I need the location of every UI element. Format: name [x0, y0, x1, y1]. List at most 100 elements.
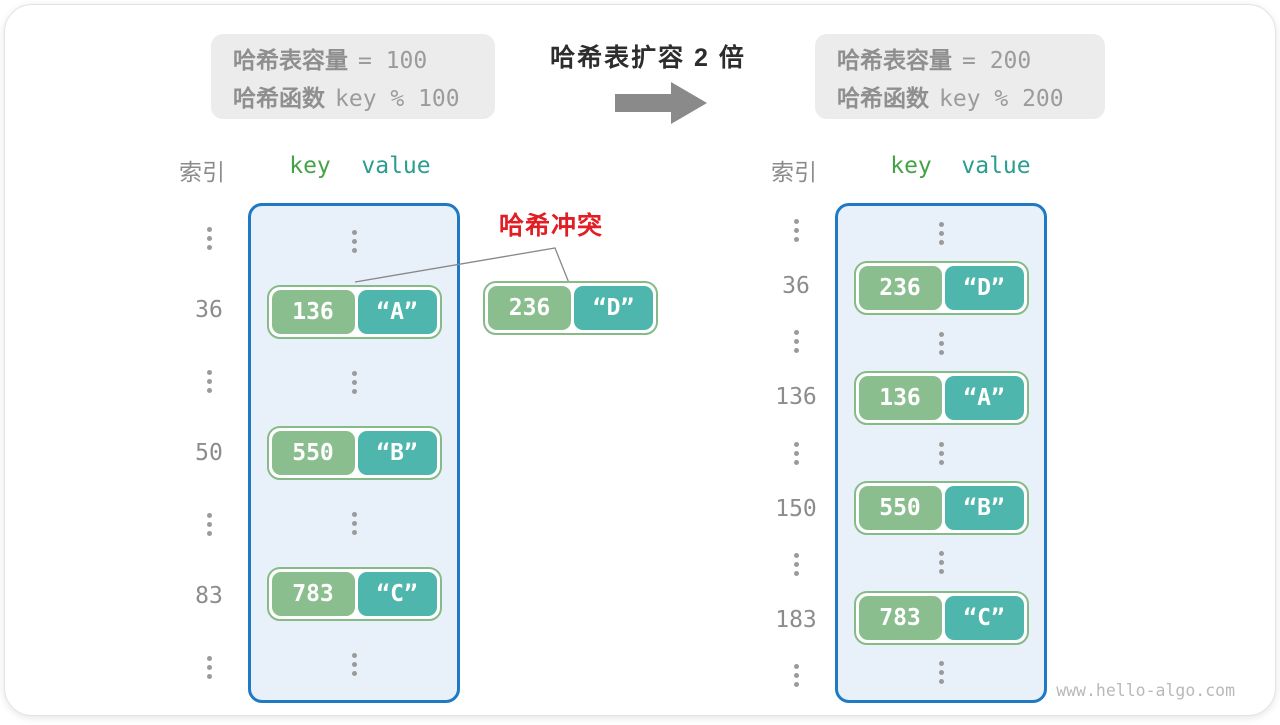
pair-value-cell: “B” — [357, 431, 437, 476]
right-index-header: 索引 — [771, 159, 817, 185]
index-row: 36 — [757, 259, 835, 315]
bucket-gap-row — [838, 426, 1044, 481]
bucket-gap-row — [251, 488, 457, 559]
pair-value-cell: “D” — [574, 286, 653, 330]
index-row: 183 — [757, 592, 835, 648]
pair-key-cell: 136 — [271, 289, 355, 334]
index-gap-row — [170, 632, 248, 703]
hash-function-line: 哈希函数 key % 200 — [837, 79, 1105, 113]
hash-table-before: 36 50 83 136“A” 550“B” 783“C” — [170, 203, 460, 703]
index-column: 36 50 83 — [170, 203, 248, 703]
bucket-gap-row — [838, 535, 1044, 590]
bucket-gap-row — [251, 629, 457, 700]
index-row: 36 — [170, 274, 248, 345]
hash-function-line: 哈希函数 key % 100 — [233, 79, 495, 113]
vertical-ellipsis-icon — [938, 441, 944, 465]
hash-collision-label: 哈希冲突 — [499, 212, 604, 240]
diagram-card: 哈希表容量 = 100 哈希函数 key % 100 哈希表扩容 2 倍 哈希表… — [4, 4, 1276, 716]
pair-value-cell: “D” — [944, 266, 1024, 311]
bucket-row: 136“A” — [838, 371, 1044, 426]
pair-value-cell: “A” — [357, 289, 437, 334]
index-label: 183 — [775, 606, 817, 633]
pair-key-cell: 236 — [858, 266, 942, 311]
right-arrow-icon — [615, 82, 707, 124]
bucket-row: 783“C” — [251, 559, 457, 630]
bucket-row: 550“B” — [251, 418, 457, 489]
bucket-row: 236“D” — [838, 261, 1044, 316]
index-gap-row — [170, 203, 248, 274]
vertical-ellipsis-icon — [351, 653, 357, 677]
bucket-gap-row — [251, 347, 457, 418]
left-index-header: 索引 — [179, 159, 225, 185]
pair-value-cell: “B” — [944, 485, 1024, 530]
vertical-ellipsis-icon — [206, 227, 212, 251]
key-value-pair: 783“C” — [266, 567, 442, 622]
index-gap-row — [170, 489, 248, 560]
index-gap-row — [757, 648, 835, 704]
pair-value-cell: “C” — [944, 595, 1024, 640]
vertical-ellipsis-icon — [351, 512, 357, 536]
vertical-ellipsis-icon — [793, 441, 799, 465]
index-label: 36 — [195, 297, 223, 324]
vertical-ellipsis-icon — [938, 551, 944, 575]
bucket-gap-row — [251, 206, 457, 277]
vertical-ellipsis-icon — [938, 221, 944, 245]
vertical-ellipsis-icon — [938, 661, 944, 685]
index-label: 83 — [195, 582, 223, 609]
bucket-gap-row — [838, 316, 1044, 371]
capacity-value: = 100 — [358, 47, 428, 74]
pair-key-cell: 783 — [858, 595, 942, 640]
bucket-gap-row — [838, 645, 1044, 700]
pair-key-cell: 236 — [488, 286, 571, 330]
capacity-label: 哈希表容量 — [233, 46, 348, 73]
hash-function-expr: key % 200 — [939, 85, 1064, 112]
hash-table-after: 36 136 150 183 236“D” 136“A” 550“B” 783“C” — [757, 203, 1047, 703]
vertical-ellipsis-icon — [351, 229, 357, 253]
vertical-ellipsis-icon — [206, 655, 212, 679]
index-gap-row — [757, 536, 835, 592]
bucket-row: 136“A” — [251, 277, 457, 348]
pair-value-cell: “A” — [944, 376, 1024, 421]
capacity-box-after: 哈希表容量 = 200 哈希函数 key % 200 — [815, 34, 1105, 119]
pair-key-cell: 550 — [858, 485, 942, 530]
vertical-ellipsis-icon — [793, 330, 799, 354]
index-row: 150 — [757, 481, 835, 537]
hash-function-expr: key % 100 — [335, 85, 460, 112]
index-row: 83 — [170, 560, 248, 631]
index-gap-row — [757, 425, 835, 481]
colliding-pair: 236 “D” — [483, 281, 658, 335]
index-label: 136 — [775, 384, 817, 411]
index-gap-row — [757, 314, 835, 370]
watermark: www.hello-algo.com — [1056, 681, 1235, 700]
key-value-pair: 550“B” — [266, 426, 442, 481]
vertical-ellipsis-icon — [793, 663, 799, 687]
key-value-pair: 136“A” — [266, 284, 442, 339]
capacity-label: 哈希表容量 — [837, 46, 952, 73]
index-gap-row — [757, 203, 835, 259]
capacity-line: 哈希表容量 = 100 — [233, 41, 495, 75]
pair-key-cell: 783 — [271, 572, 355, 617]
key-value-pair: 236“D” — [853, 261, 1029, 316]
index-label: 36 — [782, 273, 810, 300]
expansion-title: 哈希表扩容 2 倍 — [550, 44, 746, 72]
left-value-header: value — [361, 153, 431, 179]
right-value-header: value — [961, 153, 1031, 179]
bucket-array: 136“A” 550“B” 783“C” — [248, 203, 460, 703]
left-key-header: key — [289, 153, 331, 179]
vertical-ellipsis-icon — [793, 219, 799, 243]
key-value-pair: 783“C” — [853, 590, 1029, 645]
key-value-pair: 550“B” — [853, 480, 1029, 535]
capacity-value: = 200 — [962, 47, 1032, 74]
key-value-pair: 136“A” — [853, 371, 1029, 426]
hash-function-label: 哈希函数 — [837, 84, 929, 111]
vertical-ellipsis-icon — [206, 370, 212, 394]
bucket-row: 783“C” — [838, 590, 1044, 645]
index-label: 50 — [195, 439, 223, 466]
bucket-array: 236“D” 136“A” 550“B” 783“C” — [835, 203, 1047, 703]
capacity-box-before: 哈希表容量 = 100 哈希函数 key % 100 — [211, 34, 495, 119]
vertical-ellipsis-icon — [206, 512, 212, 536]
index-row: 136 — [757, 370, 835, 426]
vertical-ellipsis-icon — [351, 370, 357, 394]
bucket-gap-row — [838, 206, 1044, 261]
pair-key-cell: 550 — [271, 431, 355, 476]
